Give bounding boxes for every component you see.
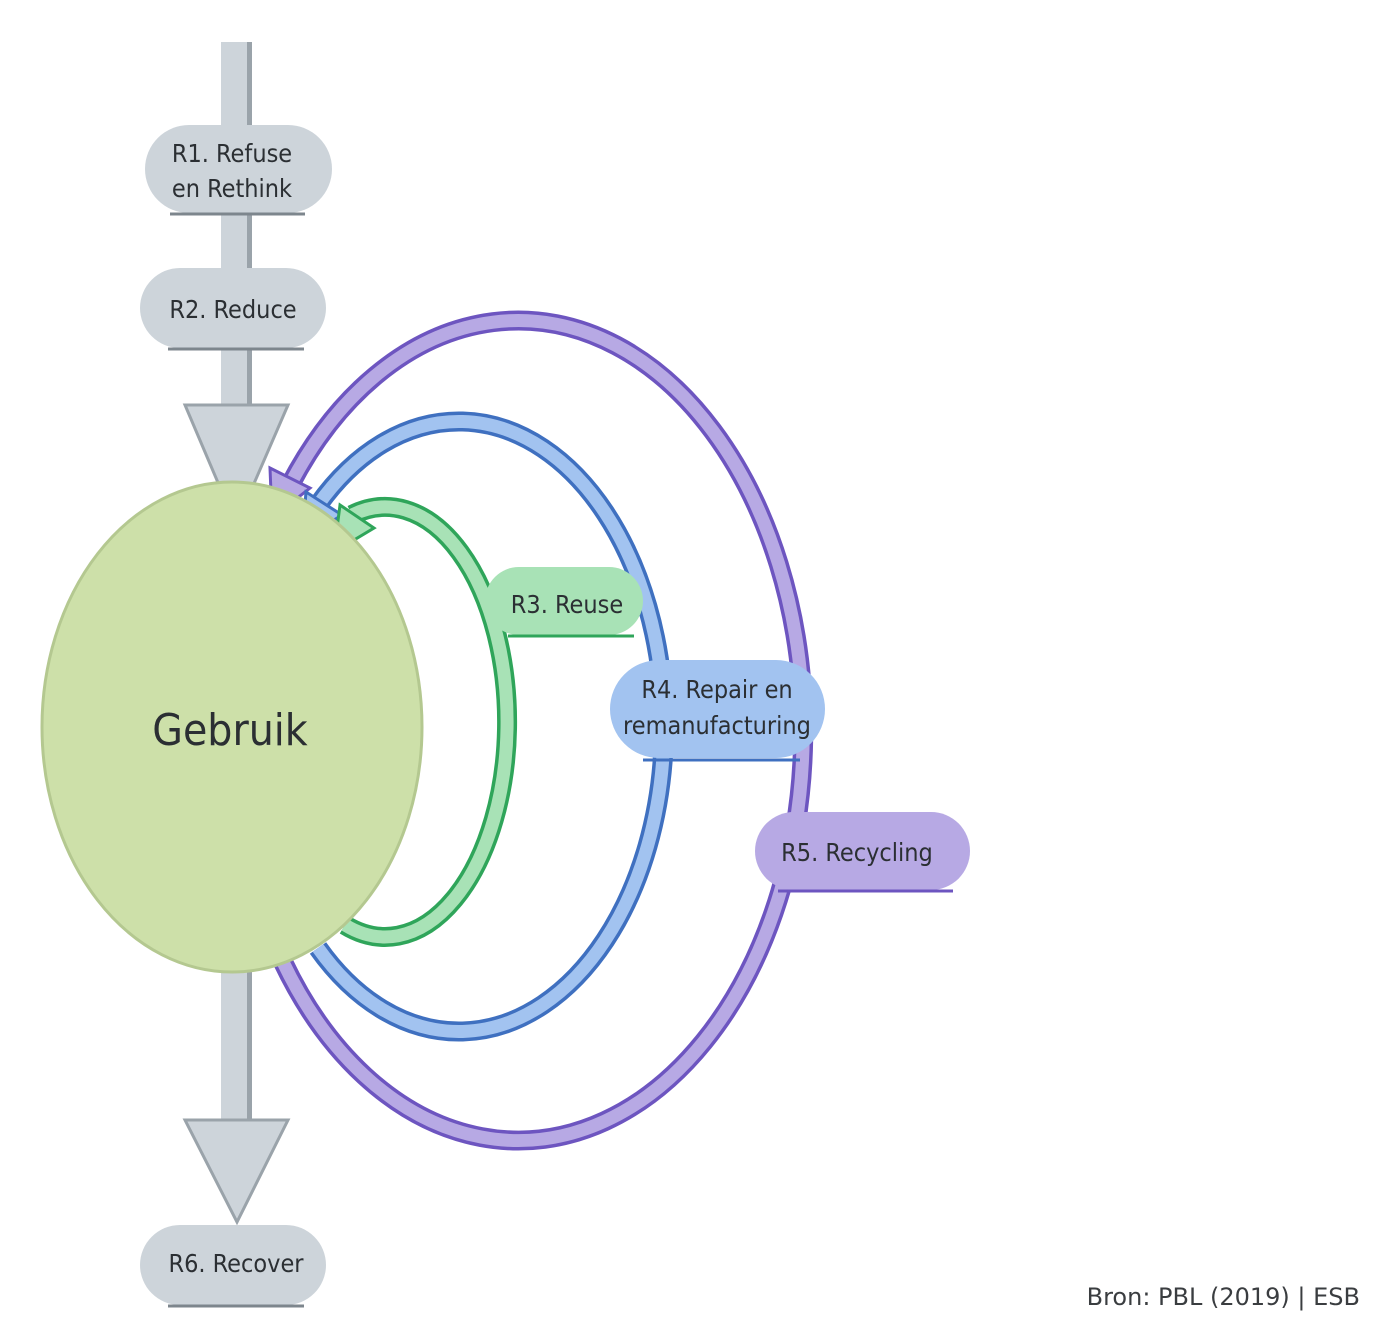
r3-reuse-pill: R3. Reuse xyxy=(485,567,643,638)
source-credit: Bron: PBL (2019) | ESB xyxy=(1087,1283,1360,1311)
r2-label: R2. Reduce xyxy=(169,295,296,324)
r1-label-line1: R1. Refuse xyxy=(172,139,292,168)
r4-label-line2: remanufacturing xyxy=(623,711,811,740)
r6-label: R6. Recover xyxy=(168,1249,304,1278)
r4-label-line1: R4. Repair en xyxy=(641,675,792,704)
r1-refuse-rethink-pill: R1. Refuse en Rethink xyxy=(145,125,332,216)
gebruik-label: Gebruik xyxy=(152,705,308,756)
r3-label: R3. Reuse xyxy=(511,590,623,619)
r5-label: R5. Recycling xyxy=(781,838,933,867)
r5-recycling-pill: R5. Recycling xyxy=(755,812,970,893)
gebruik-node: Gebruik xyxy=(40,480,424,974)
r1-label-line2: en Rethink xyxy=(172,174,292,203)
bottom-flow-arrow xyxy=(182,930,291,1226)
r6-recover-pill: R6. Recover xyxy=(140,1225,326,1308)
r2-reduce-pill: R2. Reduce xyxy=(140,268,326,351)
r4-repair-remanufacturing-pill: R4. Repair en remanufacturing xyxy=(610,660,825,762)
